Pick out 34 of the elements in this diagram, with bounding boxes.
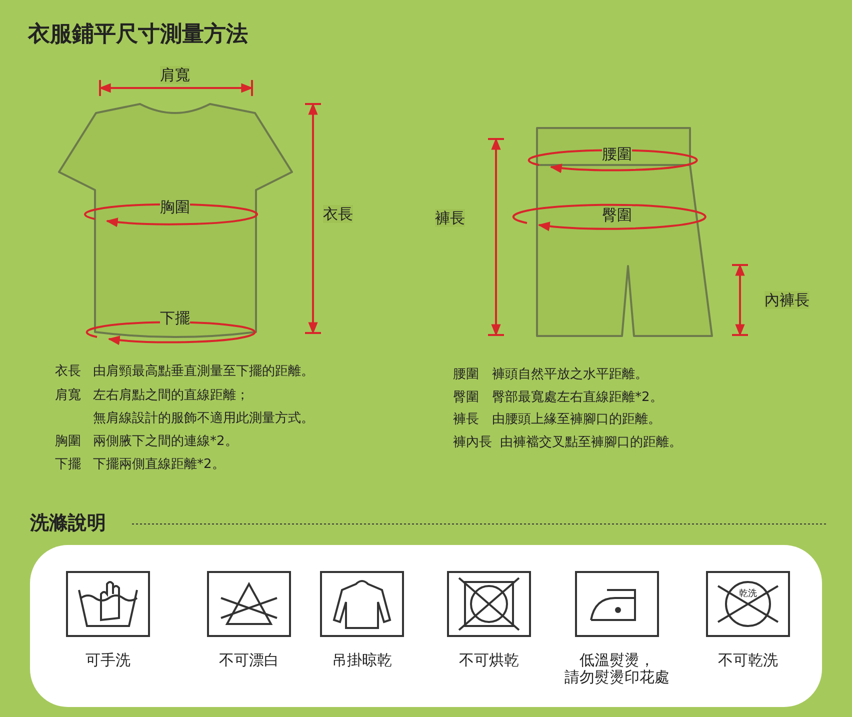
definition-text: 下擺兩側直線距離*2。	[93, 457, 225, 473]
measurement-label: 內褲長	[764, 291, 810, 309]
care-instruction: 吊掛晾乾	[332, 652, 392, 670]
measurement-label: 褲長	[435, 209, 465, 227]
measurement-label: 胸圍	[160, 198, 190, 216]
term: 褲內長	[453, 435, 492, 451]
definition-text: 無肩線設計的服飾不適用此測量方式。	[93, 411, 314, 427]
definition-text: 由腰頭上緣至褲腳口的距離。	[492, 412, 661, 428]
measurement-label: 腰圍	[602, 145, 632, 163]
measurement-label: 肩寬	[160, 66, 190, 84]
care-instruction: 不可漂白	[219, 652, 279, 670]
term: 下擺	[55, 457, 81, 473]
definition-text: 臀部最寬處左右直線距離*2。	[492, 390, 663, 406]
care-instruction: 不可乾洗	[718, 652, 778, 670]
icon-text: 乾洗	[739, 589, 757, 600]
term: 臀圍	[453, 390, 479, 406]
term: 衣長	[55, 364, 81, 380]
title: 衣服鋪平尺寸測量方法	[28, 22, 248, 48]
definition-text: 左右肩點之間的直線距離；	[93, 388, 249, 404]
measurement-label: 臀圍	[602, 206, 632, 224]
care-instruction: 低溫熨燙，請勿熨燙印花處	[564, 652, 670, 686]
definition-text: 由褲襠交叉點至褲腳口的距離。	[500, 435, 682, 451]
definition-text: 兩側腋下之間的連線*2。	[93, 434, 238, 450]
measurement-label: 下擺	[160, 309, 190, 327]
definition-text: 由肩頸最高點垂直測量至下擺的距離。	[93, 364, 314, 380]
term: 肩寬	[55, 388, 81, 404]
measurement-label: 衣長	[323, 205, 353, 223]
definition-text: 褲頭自然平放之水平距離。	[492, 367, 648, 383]
care-instruction: 不可烘乾	[459, 652, 519, 670]
term: 胸圍	[55, 434, 81, 450]
term: 褲長	[453, 412, 479, 428]
term: 腰圍	[453, 367, 479, 383]
care-instruction: 可手洗	[86, 652, 130, 670]
section-heading: 洗滌說明	[30, 512, 106, 535]
